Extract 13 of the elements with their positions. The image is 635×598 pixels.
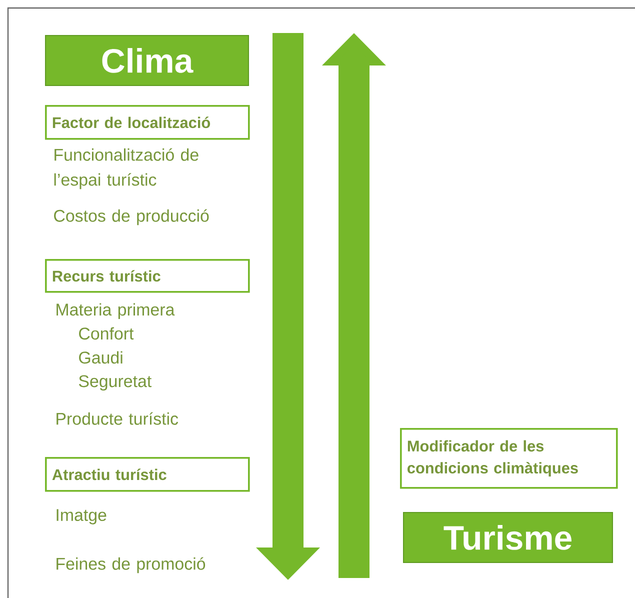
- heading-box: Atractiu turístic: [45, 457, 250, 492]
- title-box: Turisme: [403, 512, 613, 563]
- label-text: Producte turístic: [56, 412, 178, 425]
- title-box: Clima: [45, 35, 249, 86]
- label-text: Gaudi: [79, 351, 122, 364]
- heading-box: Modificador de les condicions climàtiques: [400, 428, 618, 489]
- label-text: Seguretat: [78, 375, 152, 391]
- label-text: Imatge: [56, 509, 106, 524]
- heading-box: Recurs turístic: [45, 259, 250, 293]
- label-text: Feines de promoció: [56, 557, 206, 574]
- label-text: Confort: [79, 327, 134, 340]
- heading-box: Factor de localització: [45, 105, 250, 140]
- label-text: Costos de producció: [54, 209, 209, 226]
